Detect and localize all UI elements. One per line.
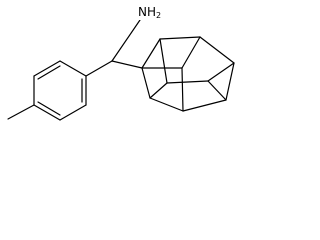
adamantane-bond-15 (207, 80, 227, 101)
ring-bond-5 (59, 104, 87, 121)
adamantane-bond-1 (141, 38, 161, 69)
adamantane-bond-13 (166, 80, 209, 84)
ring-double-bond-3 (37, 101, 61, 116)
amine-nitrogen-symbol: N (138, 5, 147, 19)
amine-label: NH2 (137, 5, 163, 20)
adamantane-bond-10 (181, 67, 184, 112)
methyl-bond (7, 104, 35, 120)
adamantane-bond-11 (159, 38, 168, 84)
methine-to-adamantyl-bond (111, 60, 143, 69)
adamantane-bond-3 (199, 36, 235, 64)
adamantane-bond-9 (181, 36, 201, 69)
ring-bond-6 (33, 104, 61, 121)
aryl-to-methine-bond (85, 60, 113, 77)
adamantane-bond-12 (149, 82, 168, 99)
adamantane-bond-4 (225, 62, 235, 101)
ring-bond-2 (33, 60, 61, 77)
amine-hydrogen-count: 2 (156, 11, 162, 20)
ring-double-bond-1 (37, 65, 61, 80)
ring-bond-3 (59, 60, 87, 77)
adamantane-bond-14 (207, 62, 235, 82)
adamantane-bond-2 (159, 36, 201, 40)
bond-drawing (7, 19, 235, 121)
molecule-diagram: NH2 (0, 0, 249, 132)
adamantane-bond-7 (141, 67, 151, 99)
adamantane-bond-6 (149, 97, 184, 112)
adamantane-bond-5 (182, 99, 227, 112)
methine-to-amine-bond (111, 19, 141, 62)
amine-hydrogen-symbol: H (146, 5, 157, 19)
